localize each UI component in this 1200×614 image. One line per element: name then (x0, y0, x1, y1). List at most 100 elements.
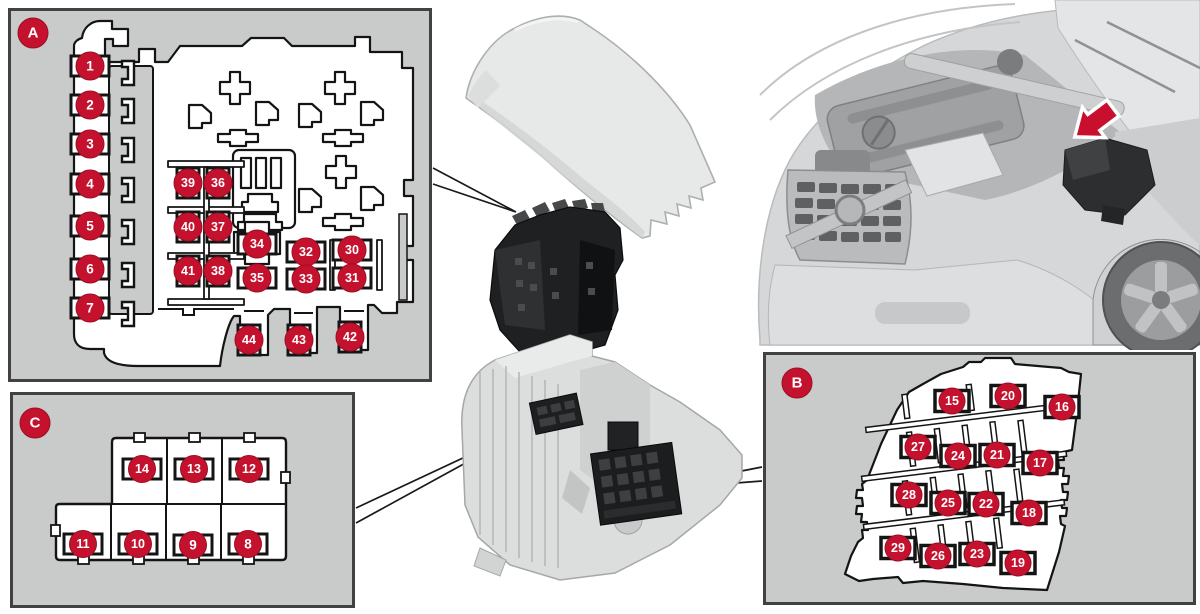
fuse-marker-17: 17 (1021, 449, 1059, 477)
svg-text:A: A (28, 25, 39, 42)
svg-text:40: 40 (181, 220, 195, 234)
fuse-marker-37: 37 (203, 210, 233, 244)
front-wheel (1092, 238, 1200, 350)
svg-text:19: 19 (1011, 556, 1025, 570)
headlight (904, 132, 1004, 197)
fuse-marker-5: 5 (69, 211, 111, 241)
svg-text:33: 33 (299, 272, 313, 286)
fuse-marker-28: 28 (890, 481, 928, 509)
fuse-marker-41: 41 (173, 254, 203, 288)
panel-c-cell-lines (110, 438, 286, 560)
fuse-marker-44: 44 (234, 323, 264, 357)
fuse-marker-12: 12 (228, 455, 270, 483)
svg-text:38: 38 (211, 264, 225, 278)
fuse-marker-13: 13 (173, 455, 215, 483)
svg-text:25: 25 (941, 496, 955, 510)
fuse-marker-34: 34 (236, 229, 278, 259)
svg-text:18: 18 (1022, 506, 1036, 520)
svg-text:1: 1 (86, 59, 94, 74)
connector-c (528, 392, 584, 436)
svg-text:3: 3 (86, 137, 94, 152)
callout-line-panel-a (432, 167, 517, 213)
center-illustration (461, 15, 743, 581)
fuse-marker-24: 24 (939, 442, 977, 470)
svg-text:28: 28 (902, 488, 916, 502)
fuse-marker-40: 40 (173, 210, 203, 244)
fuse-marker-15: 15 (933, 387, 971, 415)
svg-text:B: B (792, 375, 803, 392)
svg-text:10: 10 (131, 537, 145, 551)
fuse-marker-39: 39 (173, 166, 203, 200)
svg-text:7: 7 (86, 301, 94, 316)
engine-cover (826, 65, 1025, 180)
svg-text:16: 16 (1055, 400, 1069, 414)
svg-text:6: 6 (86, 262, 94, 277)
svg-text:9: 9 (189, 538, 197, 553)
svg-text:12: 12 (242, 462, 256, 476)
brand-emblem (834, 194, 866, 226)
fuse-marker-6: 6 (69, 254, 111, 284)
fuse-marker-32: 32 (285, 237, 327, 267)
fuse-marker-26: 26 (919, 542, 957, 570)
svg-text:14: 14 (135, 462, 149, 476)
panel-a-apron-line (158, 308, 364, 316)
svg-text:24: 24 (951, 449, 965, 463)
panel-badge-C: C (19, 407, 51, 439)
fuse-box-cover (465, 15, 717, 239)
svg-text:36: 36 (211, 176, 225, 190)
wiper-arms (1074, 20, 1200, 94)
fuse-marker-2: 2 (69, 90, 111, 120)
engine-cap (997, 49, 1023, 75)
panel-badge-A: A (17, 17, 49, 49)
panel-a-slot-hooks (120, 59, 136, 328)
svg-text:43: 43 (292, 333, 306, 347)
fuse-marker-35: 35 (236, 263, 278, 293)
svg-text:31: 31 (345, 271, 359, 285)
panel-a-interior-glyphs (167, 70, 385, 306)
svg-text:4: 4 (86, 177, 94, 192)
svg-text:32: 32 (299, 245, 313, 259)
fuse-marker-3: 3 (69, 129, 111, 159)
fuse-marker-4: 4 (69, 169, 111, 199)
svg-text:22: 22 (979, 497, 993, 511)
svg-text:30: 30 (345, 243, 359, 257)
fuse-marker-18: 18 (1010, 499, 1048, 527)
connector-b (589, 421, 683, 526)
svg-text:17: 17 (1033, 456, 1047, 470)
fuse-marker-16: 16 (1043, 393, 1081, 421)
panel-a-right-slot (398, 213, 408, 301)
fuse-marker-14: 14 (121, 455, 163, 483)
fuse-box-location-arrow-icon (1072, 97, 1122, 140)
bumper-inlet (875, 302, 970, 324)
svg-text:34: 34 (250, 237, 264, 251)
svg-text:35: 35 (250, 271, 264, 285)
svg-text:C: C (30, 415, 41, 432)
svg-text:26: 26 (931, 549, 945, 563)
fuse-marker-38: 38 (203, 254, 233, 288)
fuse-marker-21: 21 (978, 441, 1016, 469)
svg-text:8: 8 (244, 537, 252, 552)
svg-text:39: 39 (181, 176, 195, 190)
svg-text:44: 44 (242, 333, 256, 347)
fuse-marker-23: 23 (958, 540, 996, 568)
svg-text:20: 20 (1001, 389, 1015, 403)
fuse-marker-10: 10 (117, 530, 159, 558)
fuse-marker-20: 20 (989, 382, 1027, 410)
svg-text:23: 23 (970, 547, 984, 561)
fuse-marker-30: 30 (331, 235, 373, 265)
svg-text:42: 42 (343, 330, 357, 344)
car-engine-bay-illustration (757, 0, 1200, 350)
svg-text:5: 5 (86, 219, 94, 234)
svg-text:21: 21 (990, 448, 1004, 462)
fuse-marker-27: 27 (899, 433, 937, 461)
fuse-marker-22: 22 (967, 490, 1005, 518)
fuse-marker-7: 7 (69, 293, 111, 323)
fuse-marker-42: 42 (335, 320, 365, 354)
svg-text:41: 41 (181, 264, 195, 278)
